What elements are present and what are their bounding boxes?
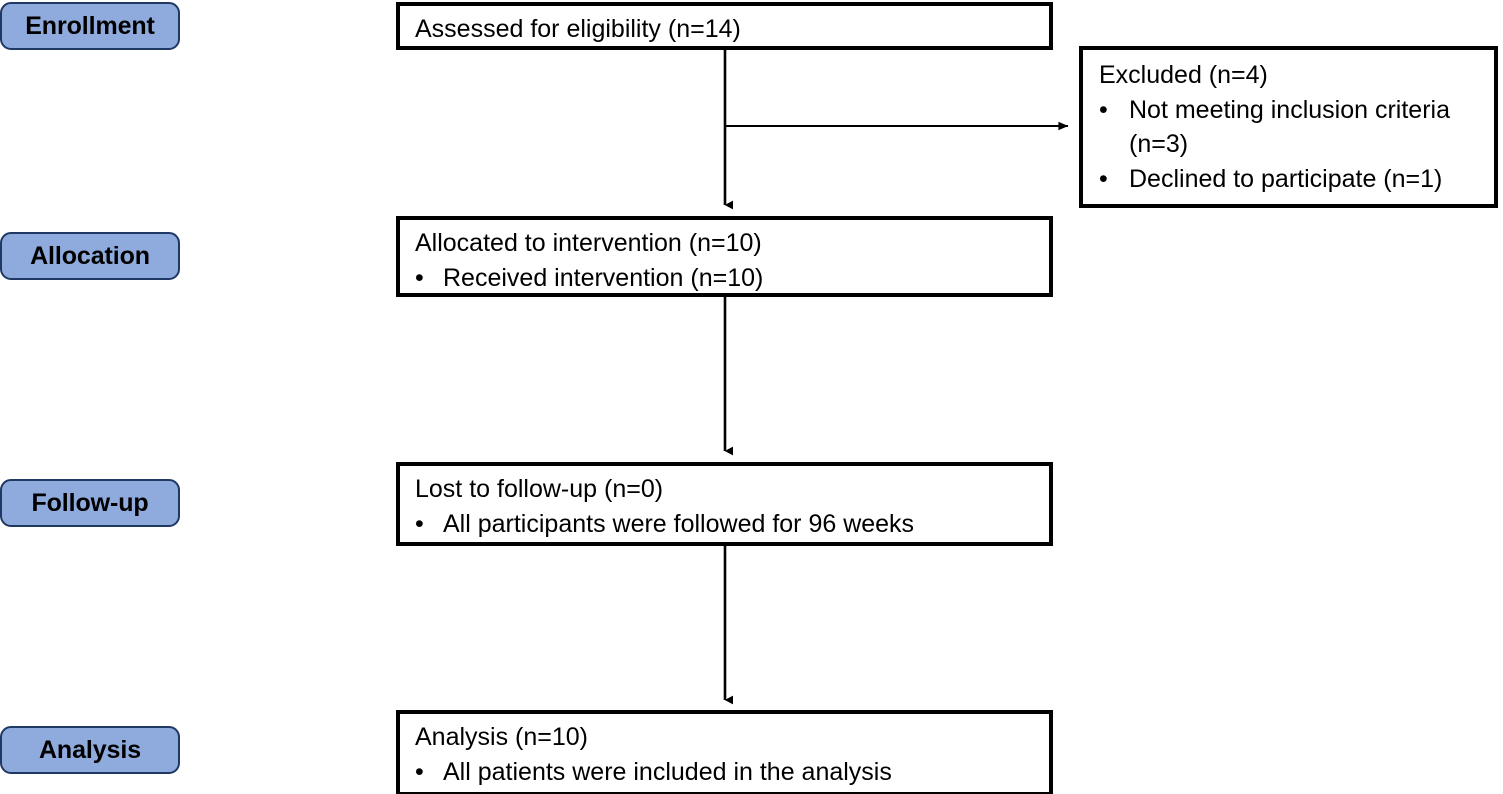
stage-label-analysis: Analysis — [38, 735, 142, 764]
stage-badge-allocation: Allocation — [0, 232, 180, 280]
box-excluded-bullet-1-text: Not meeting inclusion criteria (n=3) — [1129, 95, 1450, 159]
box-excluded-bullet-2: • Declined to participate (n=1) — [1083, 162, 1494, 197]
box-analysis-heading: Analysis (n=10) — [415, 723, 588, 751]
box-allocated-to-intervention: Allocated to intervention (n=10) • Recei… — [396, 216, 1053, 297]
box-excluded: Excluded (n=4) • Not meeting inclusion c… — [1079, 46, 1498, 208]
box-lost-to-followup: Lost to follow-up (n=0) • All participan… — [396, 462, 1053, 546]
stage-badge-analysis: Analysis — [0, 726, 180, 774]
box-allocated-bullet-1: • Received intervention (n=10) — [400, 261, 1049, 296]
bullet-icon: • — [415, 509, 424, 538]
box-allocated-heading: Allocated to intervention (n=10) — [415, 229, 762, 257]
box-analysis-bullet-1-text: All patients were included in the analys… — [443, 757, 892, 786]
stage-label-enrollment: Enrollment — [25, 11, 155, 40]
box-assessed-for-eligibility: Assessed for eligibility (n=14) — [396, 2, 1053, 50]
stage-badge-enrollment: Enrollment — [0, 2, 180, 50]
stage-badge-followup: Follow-up — [0, 479, 180, 527]
box-analysis-bullet-1: • All patients were included in the anal… — [400, 755, 1049, 790]
stage-label-allocation: Allocation — [30, 241, 150, 270]
bullet-icon: • — [1099, 95, 1108, 124]
box-excluded-bullet-2-text: Declined to participate (n=1) — [1129, 164, 1443, 193]
box-allocated-bullet-1-text: Received intervention (n=10) — [443, 263, 764, 292]
box-excluded-bullet-1: • Not meeting inclusion criteria (n=3) — [1083, 93, 1494, 162]
box-followup-bullet-1: • All participants were followed for 96 … — [400, 507, 1049, 542]
bullet-icon: • — [1099, 164, 1108, 193]
box-analysis: Analysis (n=10) • All patients were incl… — [396, 710, 1053, 794]
bullet-icon: • — [415, 263, 424, 292]
box-assessed-heading: Assessed for eligibility (n=14) — [415, 15, 741, 43]
stage-label-followup: Follow-up — [31, 488, 149, 517]
bullet-icon: • — [415, 757, 424, 786]
box-followup-bullet-1-text: All participants were followed for 96 we… — [443, 509, 915, 538]
box-followup-heading: Lost to follow-up (n=0) — [415, 475, 664, 503]
box-excluded-heading: Excluded (n=4) — [1099, 61, 1268, 89]
